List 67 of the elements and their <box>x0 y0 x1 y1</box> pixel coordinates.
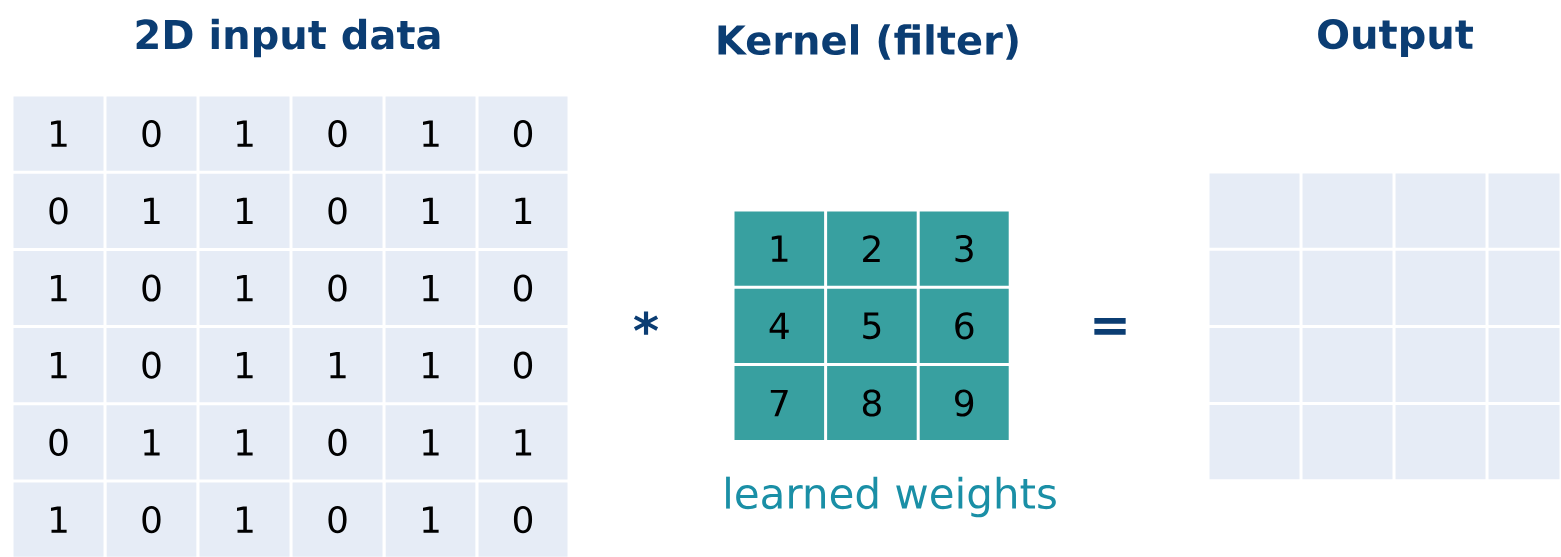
empty-cell <box>1395 250 1486 325</box>
grid-cell: 1 <box>385 96 476 171</box>
grid-cell: 1 <box>385 328 476 403</box>
grid-cell: 0 <box>292 250 383 326</box>
grid-cell: 0 <box>106 482 197 557</box>
grid-cell: 1 <box>13 96 104 171</box>
grid-cell: 1 <box>106 405 197 480</box>
empty-cell <box>1302 173 1393 248</box>
grid-cell: 0 <box>106 96 197 171</box>
kernel-cell: 7 <box>734 365 825 441</box>
grid-cell: 1 <box>13 482 104 557</box>
empty-cell <box>1395 327 1486 403</box>
grid-cell: 0 <box>292 96 383 171</box>
operator-symbol: * <box>633 311 659 335</box>
grid-cell: 1 <box>478 405 568 480</box>
kernel-cell: 9 <box>919 365 1009 441</box>
grid-cell: 0 <box>478 328 568 403</box>
heading: Output <box>1318 19 1473 57</box>
empty-cell <box>1488 405 1560 480</box>
grid-cell: 1 <box>385 482 476 557</box>
caption: learned weights <box>726 476 1056 518</box>
grid-cell: 0 <box>292 173 383 248</box>
grid-cell: 0 <box>106 328 197 403</box>
kernel-cell: 1 <box>734 211 825 286</box>
grid-cell: 0 <box>13 173 104 248</box>
grid-cell: 1 <box>13 250 104 326</box>
empty-cell <box>1395 405 1486 480</box>
grid-cell: 0 <box>478 250 568 326</box>
grid-cell: 1 <box>199 96 290 171</box>
grid-cell: 0 <box>106 250 197 326</box>
grid-cell: 1 <box>292 328 383 403</box>
empty-cell <box>1488 250 1560 325</box>
grid-cell: 1 <box>106 173 197 248</box>
grid-cell: 1 <box>385 173 476 248</box>
empty-cell <box>1302 405 1393 480</box>
empty-cell <box>1488 173 1560 248</box>
grid-cell: 1 <box>478 173 568 248</box>
grid-cell: 1 <box>199 405 290 480</box>
empty-cell <box>1209 405 1300 480</box>
grid-cell: 1 <box>199 482 290 557</box>
kernel-cell: 5 <box>827 288 917 363</box>
grid-cell: 1 <box>13 328 104 403</box>
grid-cell: 1 <box>385 405 476 480</box>
empty-cell <box>1209 327 1300 403</box>
empty-cell <box>1488 327 1560 403</box>
grid-cell: 0 <box>478 96 568 171</box>
kernel-cell: 4 <box>734 288 825 363</box>
heading: Kernel (filter) <box>718 24 1018 60</box>
empty-cell <box>1395 173 1486 248</box>
grid-cell: 0 <box>292 405 383 480</box>
grid-cell: 0 <box>13 405 104 480</box>
empty-cell <box>1302 327 1393 403</box>
heading: 2D input data <box>136 18 440 58</box>
empty-cell <box>1209 173 1300 248</box>
kernel-cell: 8 <box>827 365 917 441</box>
empty-cell <box>1302 250 1393 325</box>
grid-cell: 0 <box>292 482 383 557</box>
grid-cell: 1 <box>385 250 476 326</box>
empty-cell <box>1209 250 1300 325</box>
kernel-cell: 3 <box>919 211 1009 286</box>
grid-cell: 1 <box>199 173 290 248</box>
kernel-cell: 6 <box>919 288 1009 363</box>
grid-cell: 1 <box>199 250 290 326</box>
operator-symbol: = <box>1094 317 1126 335</box>
grid-cell: 0 <box>478 482 568 557</box>
grid-cell: 1 <box>199 328 290 403</box>
kernel-cell: 2 <box>827 211 917 286</box>
